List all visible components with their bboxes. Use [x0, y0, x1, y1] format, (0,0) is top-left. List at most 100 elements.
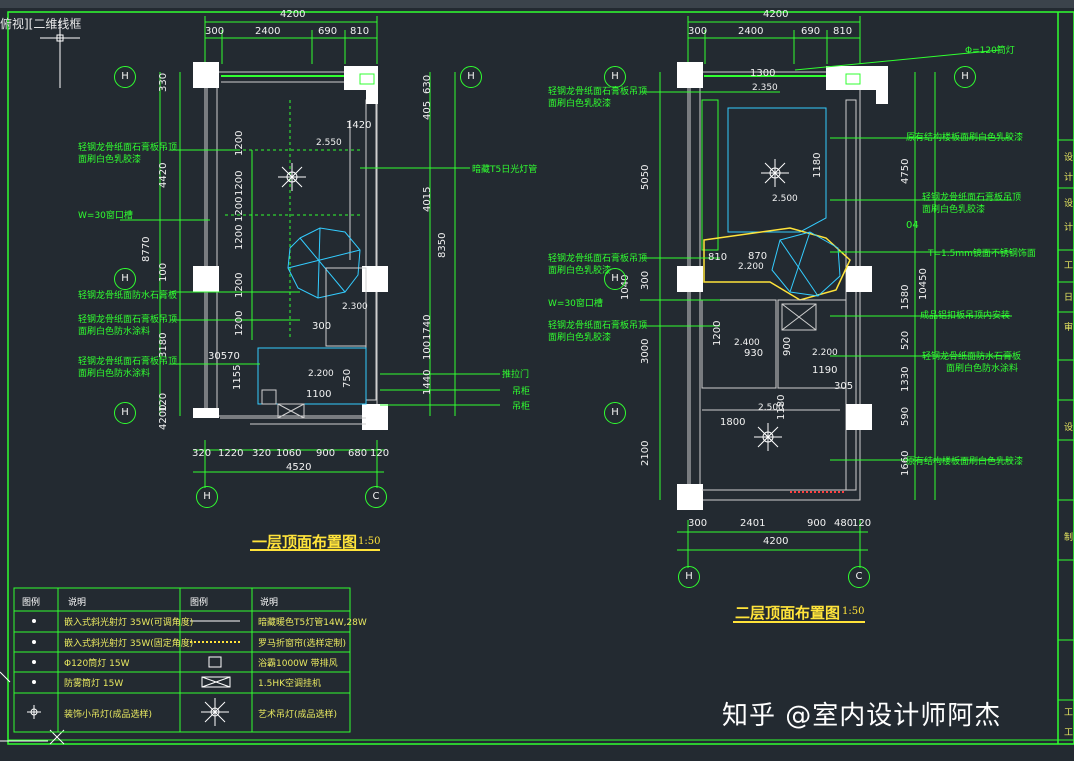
level-mark: 2.500 [772, 194, 798, 204]
note: T=1.5mm镜面不锈钢饰面 [928, 249, 1036, 259]
title-block-cell: 工 [1064, 728, 1074, 738]
viewport-label[interactable]: 俯视][二维线框 [0, 17, 82, 31]
note: 面刷白色乳胶漆 [548, 99, 612, 109]
dim-inner: 1180 [812, 152, 823, 178]
dim-right: 100 [422, 340, 433, 360]
note: 面刷白色防水涂料 [78, 369, 151, 379]
note: 轻钢龙骨纸面石膏板吊顶 [922, 193, 1022, 203]
grid-bubble: H [604, 66, 626, 88]
fixture-x [781, 303, 817, 331]
grid-bubble: H [196, 486, 218, 508]
legend-desc: 嵌入式斜光射灯 35W(固定角度) [64, 639, 194, 649]
dim-left: 4420 [158, 162, 169, 188]
dim-seg: 480 [834, 518, 854, 529]
dim-seg: 2400 [738, 26, 764, 37]
plan-title-first: 一层顶面布置图 [252, 533, 358, 551]
sheet-frame [7, 11, 1074, 745]
bottom-edge [0, 745, 1074, 761]
stair-tread [317, 227, 321, 299]
column [677, 62, 703, 88]
level-mark: 2.200 [738, 262, 764, 272]
watermark: 知乎 @室内设计师阿杰 [722, 701, 1002, 731]
dim-right: 1580 [900, 284, 911, 310]
pendant-lamp-icon [27, 705, 41, 719]
dim-seg: 2400 [255, 26, 281, 37]
note: 轻钢龙骨纸面石膏板吊顶 [548, 321, 648, 331]
note: 面刷白色乳胶漆 [548, 266, 612, 276]
bathroom-outline [257, 347, 367, 405]
legend-header: 说明 [260, 598, 279, 608]
dim-left: 5050 [640, 164, 651, 190]
grid-bubble: H [678, 566, 700, 588]
stair-tread [789, 231, 811, 293]
dim-seg: 1220 [218, 448, 244, 459]
note: W=30窗口槽 [548, 299, 603, 309]
dim-seg: 300 [688, 26, 708, 37]
grid-bubble: H [604, 402, 626, 424]
room [777, 299, 847, 389]
detail-label: 04 [906, 220, 919, 231]
legend-desc: 浴霸1000W 带排风 [258, 659, 338, 669]
dim-seg: 810 [833, 26, 853, 37]
second-floor-plan[interactable] [640, 16, 1012, 623]
legend-desc: 罗马折窗帘(选样定制) [258, 639, 347, 649]
air-conditioner-icon [201, 676, 231, 688]
dim-inner: 1200 [234, 224, 245, 250]
dim-inner: 1200 [234, 272, 245, 298]
note: 轻钢龙骨纸面石膏板吊顶 [78, 315, 178, 325]
top-edge [0, 0, 1074, 8]
dim-inner: 810 [708, 252, 728, 263]
ac-unit [845, 73, 861, 85]
title-block-cell: 工 [1064, 261, 1074, 271]
spotlight-adjustable-icon [32, 619, 36, 623]
dim-right: 590 [900, 406, 911, 426]
ucs-mark [0, 671, 11, 683]
note: 原有结构楼板面刷白色乳胶漆 [906, 133, 1024, 143]
note: 面刷白色防水涂料 [78, 327, 151, 337]
dim-inner: 1420 [346, 120, 372, 131]
dim-left: 300 [640, 270, 651, 290]
plan-scale-first: 1:50 [358, 536, 381, 547]
dim-inner: 1800 [720, 417, 746, 428]
dim-seg: 680 [348, 448, 368, 459]
level-mark: 2.350 [752, 83, 778, 93]
grid-bubble: C [365, 486, 387, 508]
note: 轻钢龙骨纸面石膏板吊顶 [78, 357, 178, 367]
dim-right: 1440 [422, 369, 433, 395]
dim-seg: 2401 [740, 518, 766, 529]
grid-bubble: H [114, 66, 136, 88]
title-block-cell: 审 [1064, 323, 1074, 333]
dim-seg: 320 [192, 448, 212, 459]
title-block-cell: 设 [1064, 423, 1074, 433]
dim-inner: 305 [834, 381, 854, 392]
dim-inner: 870 [748, 251, 768, 262]
dim-inner: 30570 [208, 351, 240, 362]
dim-inner: 900 [782, 336, 793, 356]
wall-outline [204, 71, 378, 417]
note: 暗藏T5日光灯管 [472, 165, 538, 175]
stair-opening [703, 227, 851, 301]
note: W=30窗口槽 [78, 211, 133, 221]
dim-inner: 300 [312, 321, 332, 332]
bath-heater-icon [208, 656, 222, 668]
dim-inner: 1200 [712, 320, 723, 346]
dim-seg: 1060 [276, 448, 302, 459]
dim-right: 4015 [422, 186, 433, 212]
title-block [1058, 139, 1074, 701]
right-wall [845, 99, 857, 491]
legend-header: 图例 [22, 598, 41, 608]
grid-bubble: H [460, 66, 482, 88]
column [344, 66, 378, 104]
dim-inner: 1200 [234, 130, 245, 156]
plan-scale-second: 1:50 [842, 606, 865, 617]
grid-bubble: H [954, 66, 976, 88]
dim-total-top-1: 4200 [280, 9, 306, 20]
first-floor-plan[interactable] [120, 16, 500, 551]
note: Φ=120筒灯 [965, 46, 1015, 56]
legend-table[interactable] [13, 587, 351, 733]
level-mark: 2.300 [342, 302, 368, 312]
column [677, 266, 703, 292]
dim-inner: 1100 [306, 389, 332, 400]
